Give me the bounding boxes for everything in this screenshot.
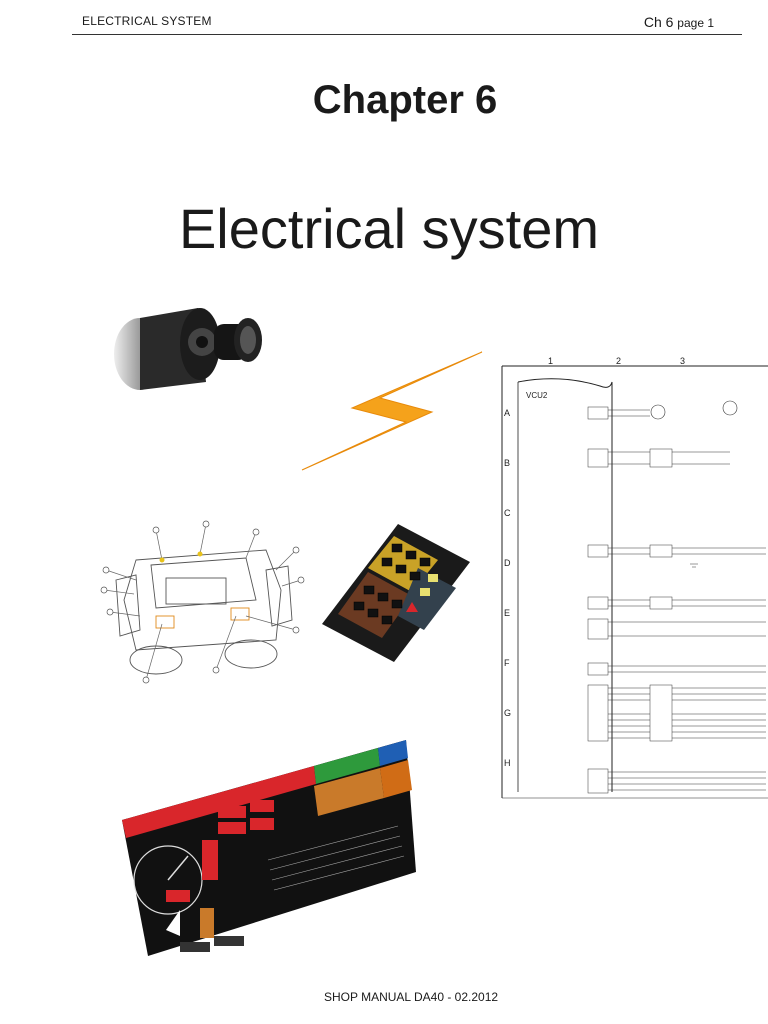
- ignition-switch-image: [114, 308, 262, 390]
- page-footer: SHOP MANUAL DA40 - 02.2012: [323, 990, 499, 1004]
- schematic-row-a: A: [504, 408, 510, 418]
- chapter-ref: Ch 6: [643, 14, 674, 30]
- running-header-section: ELECTRICAL SYSTEM: [82, 14, 212, 28]
- running-header-page: Ch 6 page 1: [644, 14, 714, 30]
- vehicle-component-diagram: [100, 520, 305, 684]
- switch-panel-image: [322, 524, 470, 662]
- schematic-row-d: D: [504, 558, 511, 568]
- header-rule: [72, 34, 742, 35]
- schematic-row-h: H: [504, 758, 511, 768]
- schematic-column-1: 1: [548, 356, 553, 366]
- schematic-row-e: E: [504, 608, 510, 618]
- lightning-bolt-icon: [301, 351, 483, 471]
- schematic-column-2: 2: [616, 356, 621, 366]
- schematic-row-g: G: [504, 708, 511, 718]
- schematic-row-b: B: [504, 458, 510, 468]
- schematic-column-3: 3: [680, 356, 685, 366]
- schematic-row-f: F: [504, 658, 510, 668]
- chapter-number: Chapter 6: [312, 78, 498, 122]
- wiring-schematic-image: 1 2 3 A B C D E F G H VCU2: [501, 356, 768, 799]
- schematic-unit-label: VCU2: [526, 391, 548, 400]
- chapter-title: Electrical system: [178, 197, 600, 260]
- instrument-display-image: [122, 740, 416, 956]
- page-ref: page 1: [677, 16, 714, 30]
- schematic-row-c: C: [504, 508, 511, 518]
